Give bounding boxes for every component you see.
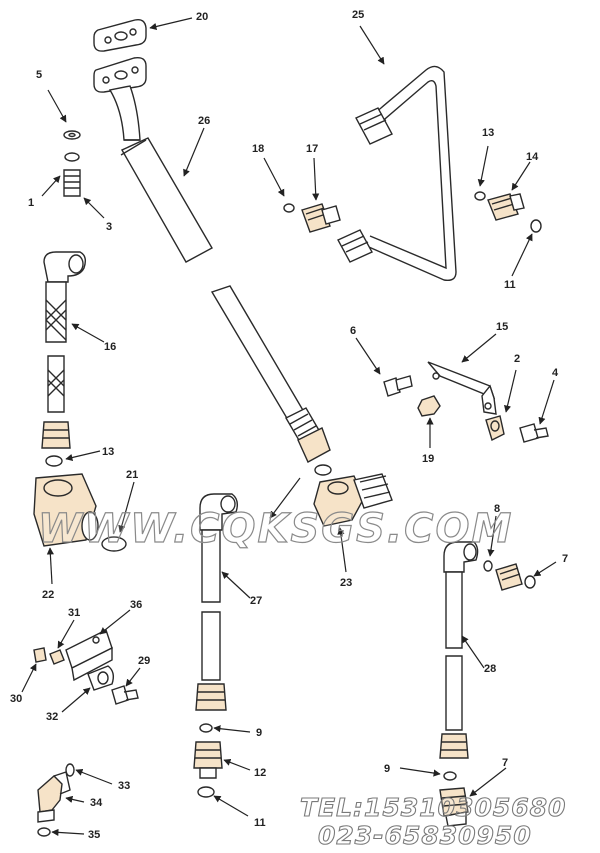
callout-19: 19 — [422, 453, 434, 465]
gasket-20 — [93, 18, 147, 52]
connector-14 — [487, 193, 525, 221]
callout-33: 33 — [118, 780, 130, 792]
callout-18: 18 — [252, 143, 264, 155]
hose-16 — [41, 251, 87, 449]
callout-labels: 20 5 26 25 1 3 18 17 13 14 11 16 6 15 2 … — [10, 9, 568, 841]
bracket-15 — [427, 361, 497, 415]
callout-17: 17 — [306, 143, 318, 155]
o-ring-13-upper — [474, 191, 486, 201]
callout-20: 20 — [196, 11, 208, 23]
connector-7-lower — [439, 787, 469, 827]
o-ring-11-right — [530, 219, 542, 233]
bent-tube-25 — [337, 65, 457, 282]
o-ring-8 — [483, 560, 493, 572]
callout-7-lower: 7 — [502, 757, 508, 769]
nut-31 — [49, 649, 65, 665]
callout-15: 15 — [496, 321, 508, 333]
callout-23: 23 — [340, 577, 352, 589]
callout-12: 12 — [254, 767, 266, 779]
bracket-36 — [65, 629, 113, 682]
elbow-34 — [37, 771, 71, 823]
o-ring-35 — [37, 827, 51, 837]
washer-30 — [33, 647, 47, 663]
callout-2: 2 — [514, 353, 520, 365]
callout-30: 30 — [10, 693, 22, 705]
connector-7-upper — [495, 563, 523, 591]
callout-9-mid: 9 — [256, 727, 262, 739]
callout-14: 14 — [526, 151, 539, 163]
callout-5: 5 — [36, 69, 42, 81]
callout-6: 6 — [350, 325, 356, 337]
o-ring-upper-7 — [524, 575, 536, 589]
screw-6 — [383, 375, 413, 397]
hose-27 — [195, 493, 239, 711]
callout-7-upper: 7 — [562, 553, 568, 565]
watermark-phone: 023-65830950 — [318, 821, 532, 850]
callout-16: 16 — [104, 341, 116, 353]
callout-28: 28 — [484, 663, 496, 675]
o-ring-11-mid — [197, 786, 215, 798]
callout-32: 32 — [46, 711, 58, 723]
connector-17 — [301, 203, 341, 233]
fitting-1 — [63, 169, 81, 197]
callout-1: 1 — [28, 197, 34, 209]
tee-22 — [33, 473, 99, 547]
clamp-32 — [87, 665, 115, 691]
callout-25: 25 — [352, 9, 364, 21]
leader-lines — [21, 17, 557, 836]
screw-29 — [111, 685, 139, 705]
watermark-site: WWW.CQKSGS.COM — [38, 506, 513, 552]
o-ring-9-right — [443, 771, 457, 781]
callout-22: 22 — [42, 589, 54, 601]
drain-tube-26 — [93, 56, 331, 463]
callout-31: 31 — [68, 607, 80, 619]
callout-11-mid: 11 — [254, 817, 266, 829]
o-ring-18 — [283, 203, 295, 213]
nut-19 — [417, 395, 441, 417]
clamp-2 — [485, 415, 505, 441]
o-ring-33 — [65, 763, 75, 777]
washer-5 — [63, 130, 81, 162]
o-ring-9-mid — [199, 723, 213, 733]
callout-27: 27 — [250, 595, 262, 607]
callout-8: 8 — [494, 503, 500, 515]
callout-26: 26 — [198, 115, 210, 127]
callout-11-right: 11 — [504, 279, 516, 291]
o-ring-13-left — [45, 455, 63, 467]
callout-4: 4 — [552, 367, 559, 379]
callout-9-right: 9 — [384, 763, 390, 775]
o-ring-21 — [101, 536, 127, 552]
callout-36: 36 — [130, 599, 142, 611]
callout-13-upper: 13 — [482, 127, 494, 139]
callout-35: 35 — [88, 829, 100, 841]
callout-3: 3 — [106, 221, 112, 233]
o-ring-upper-23 — [314, 464, 332, 476]
tee-23 — [313, 473, 393, 527]
callout-21: 21 — [126, 469, 138, 481]
callout-29: 29 — [138, 655, 150, 667]
callout-13-left: 13 — [102, 446, 114, 458]
connector-12 — [193, 741, 223, 779]
watermark-tel: TEL:15310305680 — [300, 793, 566, 822]
callout-34: 34 — [90, 797, 103, 809]
screw-4 — [519, 423, 549, 443]
hose-28 — [439, 541, 479, 759]
